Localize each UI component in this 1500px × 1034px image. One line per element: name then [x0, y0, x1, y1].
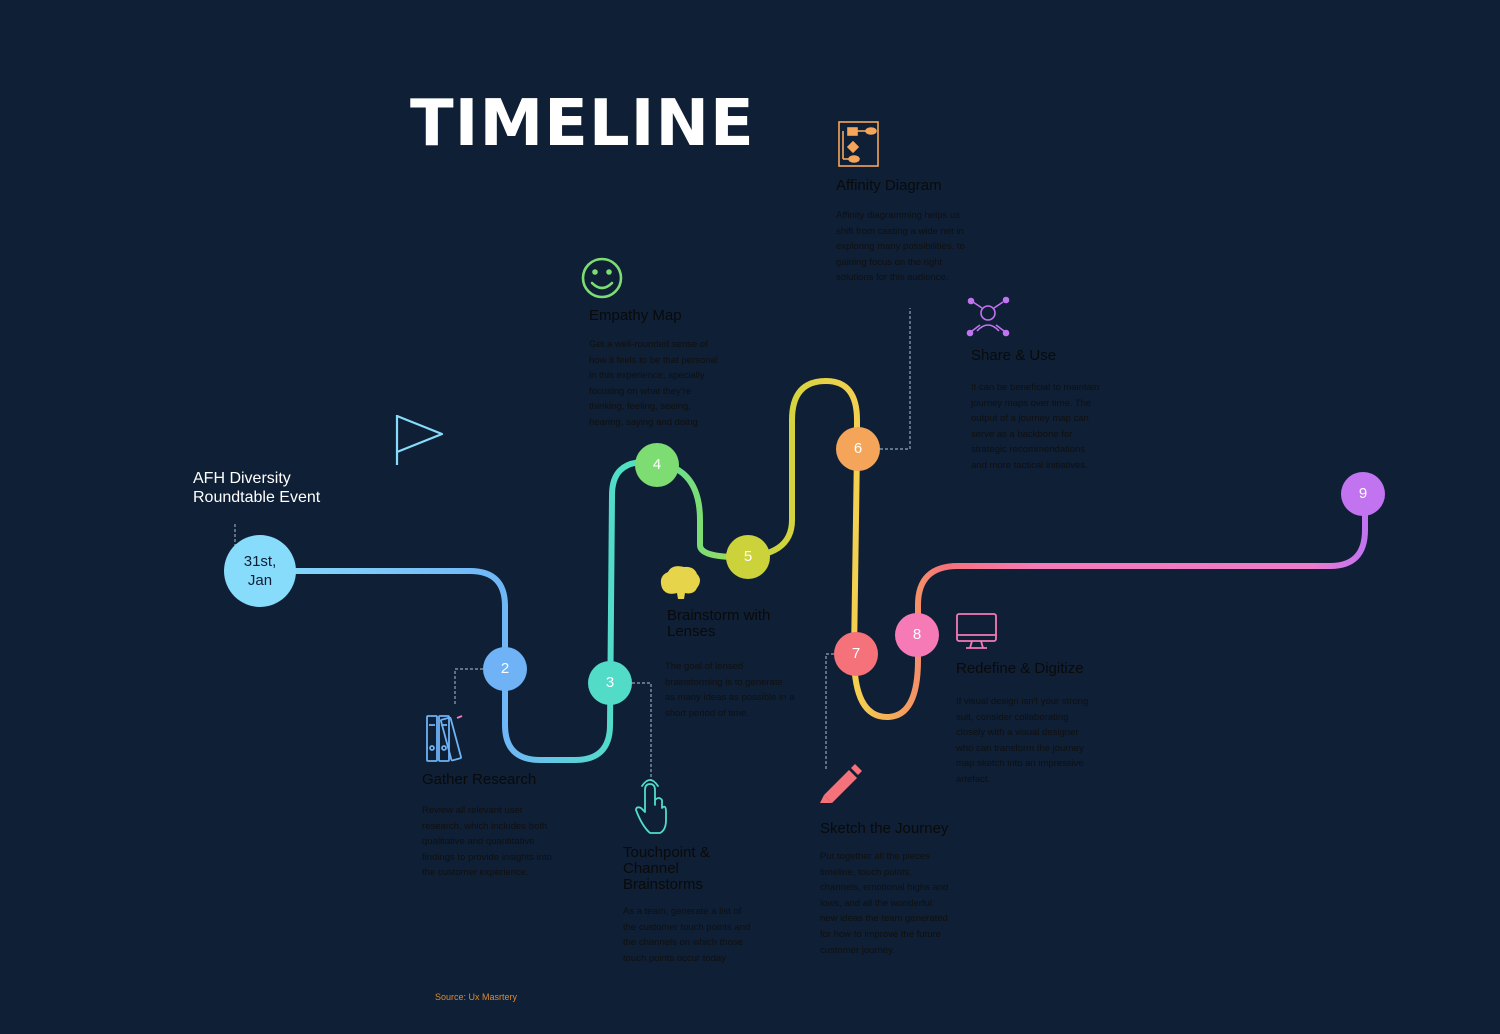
monitor-icon: [956, 613, 997, 649]
node-3: [588, 661, 632, 705]
flowchart-icon: [838, 121, 879, 167]
event-name: AFH Diversity Roundtable Event: [193, 470, 321, 506]
step-title-empathy-map: Empathy Map: [589, 307, 682, 324]
node-4: [635, 443, 679, 487]
step-desc-sketch-journey: Put together all the pieces timeline, to…: [820, 851, 949, 956]
flag-icon: [395, 414, 444, 465]
node-number-2: 2: [500, 660, 510, 677]
step-desc-touchpoint: As a team, generate a list of the custom…: [623, 906, 751, 964]
connector-lines: [234, 308, 911, 780]
step-title-touchpoint: Touchpoint & Channel Brainstorms: [623, 844, 710, 893]
binders-icon: [426, 715, 463, 762]
page-title: TIMELINE: [410, 87, 755, 161]
connector-3: [632, 682, 652, 780]
connector-6: [880, 308, 911, 450]
node-8: [895, 613, 939, 657]
connector-2: [454, 668, 483, 705]
timeline-path: [257, 378, 1368, 763]
start-date: 31st, Jan: [243, 553, 277, 589]
step-title-brainstorm-lenses: Brainstorm with Lenses: [667, 607, 771, 640]
pointing-hand-icon: [635, 779, 667, 834]
step-desc-empathy-map: Get a well-rounded sense of how it feels…: [589, 339, 718, 428]
step-desc-brainstorm-lenses: The goal of lensed brainstorming is to g…: [665, 661, 795, 719]
node-number-7: 7: [851, 645, 861, 662]
node-number-4: 4: [652, 456, 662, 473]
step-desc-redefine-digitize: If visual design isn't your strong suit,…: [956, 696, 1089, 785]
step-title-redefine-digitize: Redefine & Digitize: [956, 660, 1084, 677]
node-number-8: 8: [912, 626, 922, 643]
connector-7: [825, 653, 834, 770]
node-number-9: 9: [1358, 485, 1368, 502]
step-title-share-use: Share & Use: [971, 347, 1057, 364]
node-number-5: 5: [743, 548, 753, 565]
start-node: [224, 535, 296, 607]
brain-icon: [660, 566, 700, 599]
node-6: [836, 427, 880, 471]
step-title-gather-research: Gather Research: [422, 771, 537, 788]
smiley-icon: [581, 257, 623, 299]
node-9: [1341, 472, 1385, 516]
step-desc-affinity-diagram: Affinity diagramming helps us shift from…: [836, 210, 965, 284]
network-person-icon: [966, 296, 1010, 337]
pencil-icon: [820, 764, 862, 803]
source-credit: Source: Ux Masrtery: [435, 992, 518, 1002]
node-2: [483, 647, 527, 691]
step-desc-share-use: It can be beneficial to maintain journey…: [971, 382, 1100, 471]
node-7: [834, 632, 878, 676]
step-desc-gather-research: Review all relevant user research, which…: [422, 805, 552, 879]
step-title-affinity-diagram: Affinity Diagram: [836, 177, 942, 194]
node-number-6: 6: [853, 440, 863, 457]
node-number-3: 3: [605, 674, 615, 691]
node-5: [726, 535, 770, 579]
step-title-sketch-journey: Sketch the Journey: [820, 820, 949, 837]
